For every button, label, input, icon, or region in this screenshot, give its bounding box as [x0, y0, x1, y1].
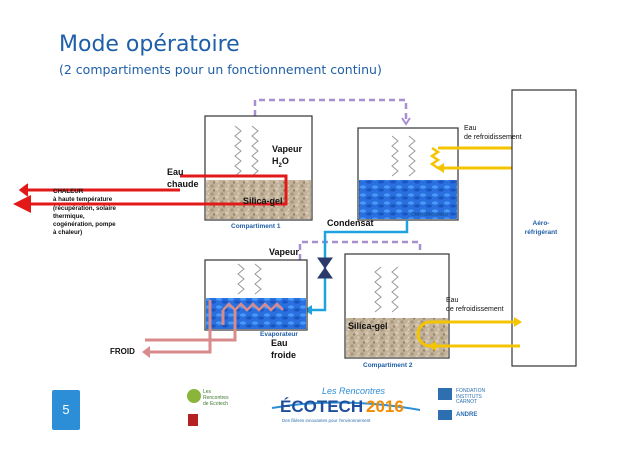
vapor-wave-e1: [237, 263, 245, 295]
evaporateur-water: [206, 298, 306, 329]
label-evaporateur: Evaporateur: [260, 331, 298, 338]
footer-banner-tagline: Des filières innovantes pour l'environne…: [282, 418, 371, 423]
page-subtitle: (2 compartiments pour un fonctionnement …: [59, 62, 382, 77]
footer-logo-right-mark: [438, 388, 452, 400]
footer-banner-main: ÉCOTECH: [280, 397, 364, 416]
label-aero-1: Aéro-: [532, 220, 550, 227]
label-vapeur-h2o-line2: H2O: [272, 155, 302, 172]
page-title: Mode opératoire: [59, 32, 240, 57]
label-eau-chaude: Eau chaude: [167, 166, 199, 190]
chilled-coil: [222, 302, 284, 312]
label-eau-chaude-line1: Eau: [167, 167, 184, 177]
label-chaleur-detail-4: cogénération, pompe: [53, 221, 116, 229]
label-eau-refroid-bottom-1: Eau: [446, 297, 459, 304]
page-number-badge: 5: [52, 390, 80, 430]
condenseur-water: [359, 180, 457, 219]
label-eau-refroid-top-2: de refroidissement: [464, 134, 522, 141]
label-h2o-sub: 2: [278, 162, 282, 169]
label-eau-froide-1: Eau: [271, 338, 288, 348]
label-condenseur: Condenseur: [411, 211, 449, 218]
vapor-link-top: [253, 98, 408, 120]
label-aero-2: réfrigérant: [524, 229, 558, 236]
footer-logo-left: Les Rencontres de Ecotech: [203, 389, 229, 407]
footer-banner-year: 2016: [366, 397, 404, 416]
hot-water-in: [180, 174, 288, 188]
label-chaleur-detail-5: à chaleur): [53, 229, 83, 237]
label-vapeur-h2o-line1: Vapeur: [272, 144, 303, 154]
label-aero-refrigerant: Aéro- réfrigérant: [521, 219, 561, 237]
silica-gel-1-bed: [206, 180, 311, 219]
label-vapeur: Vapeur: [269, 247, 300, 257]
aero-refrigerant-box: [511, 89, 577, 367]
vapor-wave-1b: [251, 125, 259, 177]
vapor-wave-c2: [408, 135, 416, 177]
label-h2o-h: H: [272, 156, 279, 166]
hot-water-out: [13, 188, 288, 213]
cooling-coil-bottom: [416, 320, 431, 348]
footer-logo-right-top: FONDATION INSTITUTS CARNOT: [456, 388, 486, 406]
label-silica-gel-1: Silica-gel: [243, 196, 283, 206]
vapor-wave-e2: [254, 263, 262, 295]
label-condensat: Condensat: [327, 218, 374, 228]
label-chaleur: CHALEUR à haute température (récupératio…: [53, 188, 133, 238]
footer-logo-right-top-1: FONDATION: [456, 388, 486, 394]
footer-logo-left-mark: [187, 389, 201, 403]
footer-logo-left-1: Les: [203, 389, 212, 395]
footer-logo-right-mark-2: [438, 410, 452, 420]
label-eau-refroid-bottom-2: de refroidissement: [446, 306, 504, 313]
vapor-wave-2b: [391, 266, 399, 313]
chilled-water-in: [145, 310, 237, 342]
label-eau-froide-2: froide: [271, 350, 297, 360]
label-h2o-o: O: [281, 156, 289, 166]
label-chaleur-detail-1: à haute température: [53, 196, 113, 204]
vapor-wave-c1: [391, 135, 399, 177]
footer-logo-right-top-2: INSTITUTS: [456, 393, 482, 400]
label-eau-chaude-line2: chaude: [167, 179, 199, 189]
footer-banner-bg: [270, 368, 420, 430]
label-compartiment-1: Compartiment 1: [231, 223, 281, 230]
footer-logo-right-top-3: CARNOT: [456, 399, 478, 405]
vapor-wave-1a: [234, 125, 242, 177]
label-silica-gel-2: Silica-gel: [348, 321, 388, 331]
vapor-wave-2a: [374, 266, 382, 313]
label-compartiment-2: Compartiment 2: [363, 362, 413, 369]
chilled-water-loop: [145, 300, 212, 354]
condensat-line: [308, 220, 409, 312]
footer-logo-left-sub: [188, 414, 198, 426]
vapor-link-bottom: [298, 240, 422, 260]
label-chaleur-detail-3: thermique,: [53, 212, 85, 220]
label-eau-refroid-top: Eau de refroidissement: [464, 124, 522, 142]
label-eau-refroid-top-1: Eau: [464, 125, 477, 132]
footer-logo-left-3: de Ecotech: [203, 401, 229, 407]
label-froid: FROID: [110, 347, 135, 356]
label-eau-refroid-bottom: Eau de refroidissement: [446, 296, 504, 314]
label-chaleur-title: CHALEUR: [53, 188, 84, 195]
label-eau-froide: Eau froide: [271, 337, 296, 361]
footer-logo-right-bottom: ANDRE: [456, 412, 478, 418]
footer-logo-left-2: Rencontres: [203, 395, 229, 401]
label-vapeur-h2o: Vapeur H2O: [272, 143, 302, 172]
expansion-valve: [317, 257, 333, 279]
label-chaleur-detail-2: (récupération, solaire: [53, 204, 116, 212]
footer-banner-wave: [271, 401, 421, 411]
cooling-coil-top: [429, 146, 441, 170]
silica-gel-2-bed: [346, 318, 448, 357]
footer-banner-small: Les Rencontres: [322, 386, 386, 396]
